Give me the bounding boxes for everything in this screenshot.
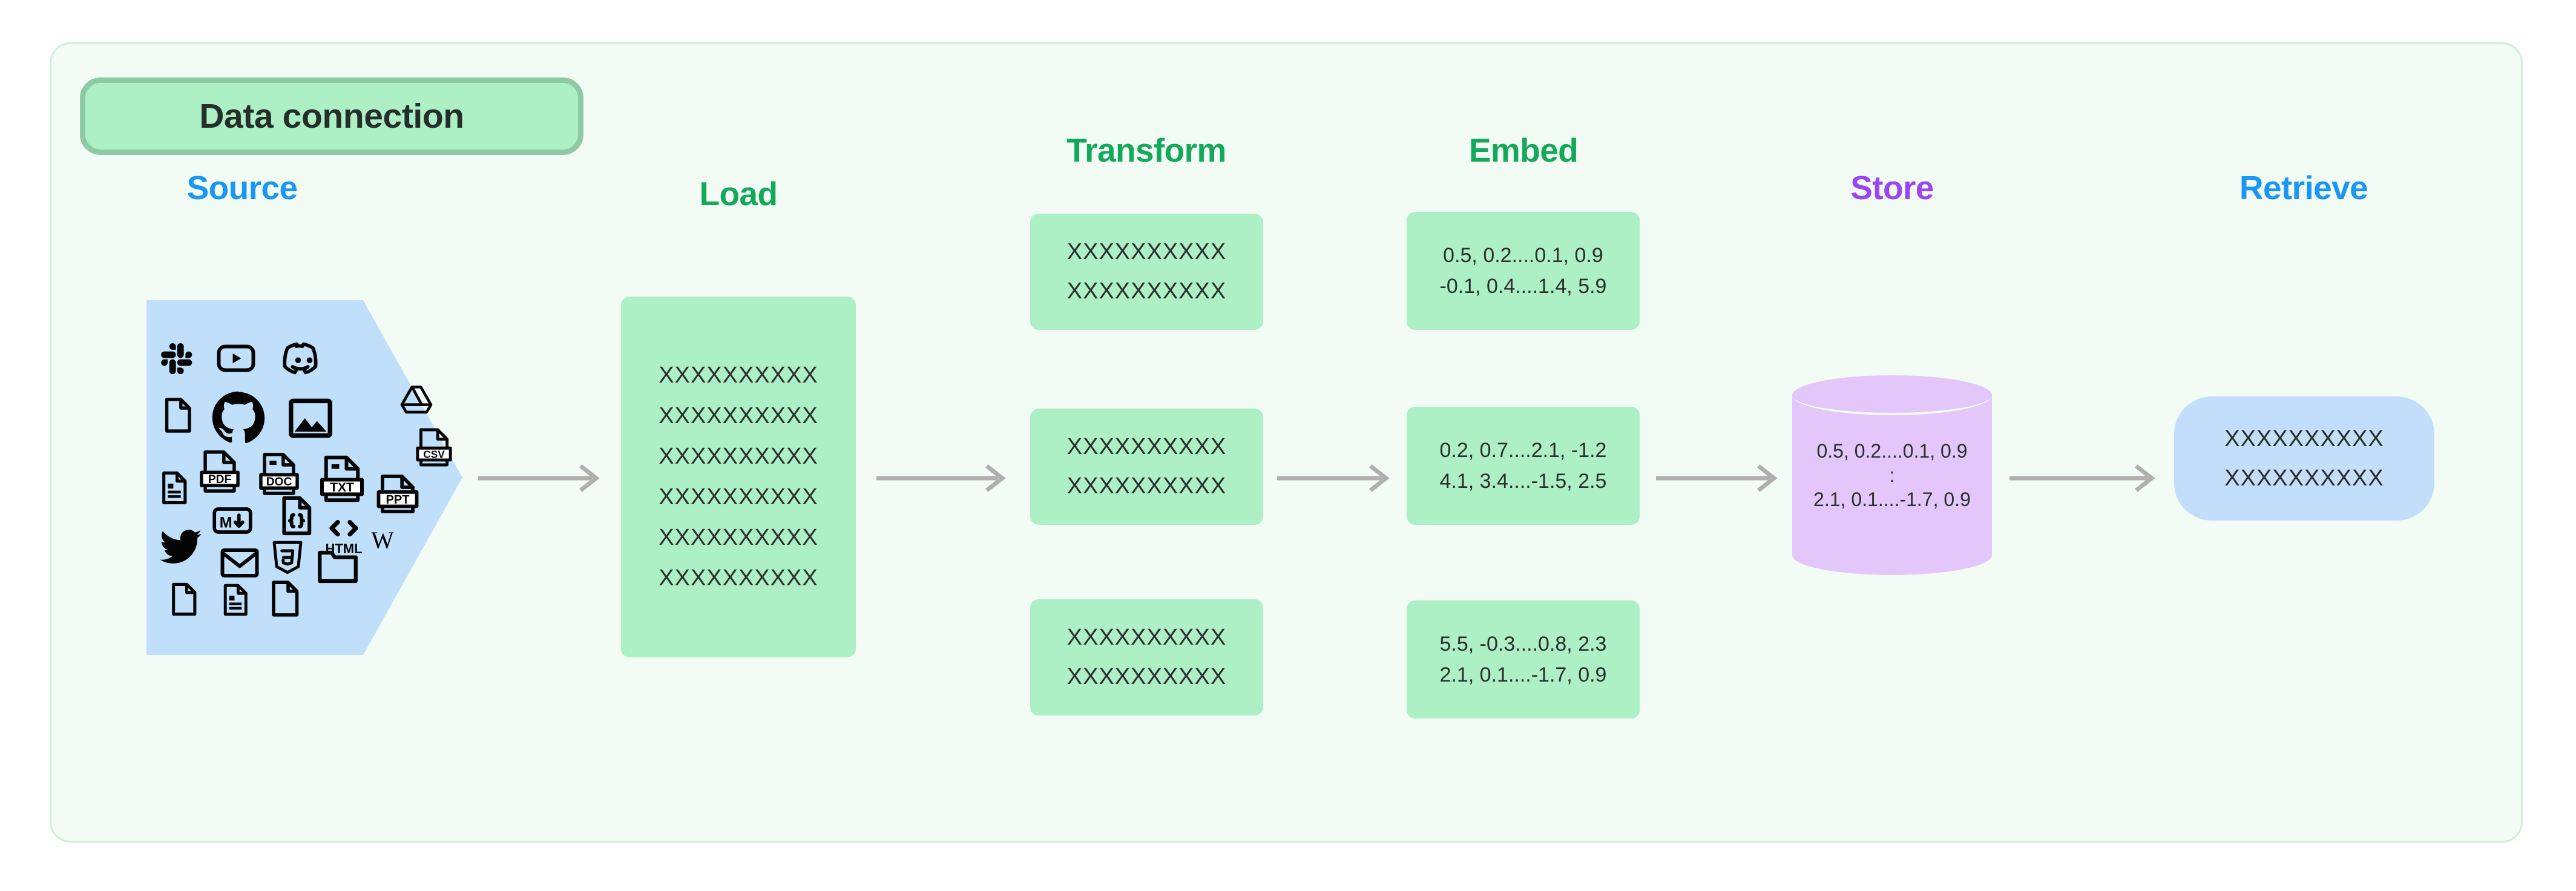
svg-text:PPT: PPT: [386, 493, 410, 507]
embed-line: 0.5, 0.2....0.1, 0.9: [1443, 243, 1603, 267]
folder-icon: [315, 542, 361, 588]
twitter-icon: [159, 523, 205, 569]
file-lines2-icon: [217, 581, 254, 619]
embed-line: 2.1, 0.1....-1.7, 0.9: [1439, 663, 1607, 686]
cylinder-top: [1792, 375, 1992, 415]
store-text-group: 0.5, 0.2....0.1, 0.9 : 2.1, 0.1....-1.7,…: [1792, 375, 1992, 575]
embed-line: 0.2, 0.7....2.1, -1.2: [1439, 438, 1607, 462]
store-vector-database-cylinder: 0.5, 0.2....0.1, 0.9 : 2.1, 0.1....-1.7,…: [1792, 375, 1992, 575]
transform-line: XXXXXXXXXX: [1066, 239, 1227, 265]
txt-file-icon: TXT: [315, 452, 369, 506]
store-line: 2.1, 0.1....-1.7, 0.9: [1813, 488, 1971, 510]
svg-text:TXT: TXT: [330, 481, 354, 495]
source-icon-cloud: CSV PDF: [146, 300, 462, 655]
file-lines-icon: [155, 469, 194, 507]
youtube-icon: [214, 337, 258, 380]
load-line: XXXXXXXXXX: [659, 565, 818, 591]
heading-store: Store: [1850, 169, 1934, 206]
retrieve-line: XXXXXXXXXX: [2224, 465, 2384, 491]
svg-text:W: W: [371, 527, 394, 554]
load-document-box: XXXXXXXXXX XXXXXXXXXX XXXXXXXXXX XXXXXXX…: [621, 297, 856, 657]
pdf-file-icon: PDF: [195, 447, 245, 496]
file-blank2-icon: [165, 580, 203, 619]
transform-line: XXXXXXXXXX: [1066, 664, 1227, 689]
embed-line: 4.1, 3.4....-1.5, 2.5: [1439, 469, 1607, 493]
google-drive-icon: [397, 381, 436, 420]
load-line: XXXXXXXXXX: [659, 363, 818, 388]
arrow-source-to-load: [478, 460, 602, 496]
heading-transform: Transform: [1066, 131, 1226, 169]
transform-chunk-box: XXXXXXXXXX XXXXXXXXXX: [1030, 599, 1263, 715]
html-icon: HTML: [320, 511, 368, 559]
heading-embed: Embed: [1468, 131, 1579, 169]
transform-line: XXXXXXXXXX: [1066, 434, 1227, 459]
retrieve-line: XXXXXXXXXX: [2224, 426, 2384, 452]
svg-text:M: M: [220, 514, 232, 531]
svg-text:PDF: PDF: [208, 473, 231, 486]
embed-vector-box: 5.5, -0.3....0.8, 2.3 2.1, 0.1....-1.7, …: [1407, 600, 1640, 718]
github-icon: [209, 389, 268, 447]
heading-load: Load: [699, 175, 778, 212]
store-line: :: [1889, 464, 1895, 486]
load-line: XXXXXXXXXX: [659, 444, 818, 469]
svg-text:CSV: CSV: [423, 448, 445, 460]
css3-icon: [268, 538, 307, 577]
data-connection-badge-label: Data connection: [199, 97, 464, 136]
load-line: XXXXXXXXXX: [659, 484, 818, 510]
embed-line: 5.5, -0.3....0.8, 2.3: [1439, 632, 1607, 656]
wikipedia-icon: W: [366, 523, 399, 557]
arrow-transform-to-embed: [1277, 460, 1392, 496]
arrow-load-to-transform: [876, 460, 1008, 496]
retrieve-result-box: XXXXXXXXXX XXXXXXXXXX: [2174, 396, 2434, 521]
file-blank-icon: [157, 395, 199, 436]
embed-vector-box: 0.5, 0.2....0.1, 0.9 -0.1, 0.4....1.4, 5…: [1407, 212, 1640, 330]
data-connection-panel: [50, 42, 2523, 843]
load-line: XXXXXXXXXX: [659, 525, 818, 550]
doc-file-icon: DOC: [254, 449, 304, 499]
discord-icon: [281, 335, 327, 381]
arrow-store-to-retrieve: [2009, 460, 2158, 496]
image-icon: [284, 392, 337, 444]
source-shape: [146, 300, 462, 655]
ppt-file-icon: PPT: [372, 467, 424, 519]
transform-chunk-box: XXXXXXXXXX XXXXXXXXXX: [1030, 214, 1263, 330]
transform-chunk-box: XXXXXXXXXX XXXXXXXXXX: [1030, 409, 1263, 525]
heading-retrieve: Retrieve: [2239, 169, 2368, 206]
json-code-file-icon: [274, 493, 320, 539]
arrow-embed-to-store: [1656, 460, 1780, 496]
store-line: 0.5, 0.2....0.1, 0.9: [1816, 440, 1968, 462]
heading-source: Source: [186, 169, 298, 206]
csv-file-icon: CSV: [412, 425, 456, 470]
file-blank3-icon: [264, 577, 306, 620]
transform-line: XXXXXXXXXX: [1066, 278, 1227, 304]
data-connection-badge: Data connection: [80, 77, 583, 155]
slack-icon: [160, 339, 197, 376]
load-line: XXXXXXXXXX: [659, 403, 818, 429]
embed-vector-box: 0.2, 0.7....2.1, -1.2 4.1, 3.4....-1.5, …: [1407, 407, 1640, 525]
markdown-icon: M: [209, 498, 255, 544]
cylinder-body: [1792, 395, 1992, 555]
svg-text:DOC: DOC: [266, 476, 292, 488]
embed-line: -0.1, 0.4....1.4, 5.9: [1439, 274, 1607, 298]
transform-line: XXXXXXXXXX: [1066, 473, 1227, 499]
transform-line: XXXXXXXXXX: [1066, 625, 1227, 650]
email-icon: [218, 541, 261, 585]
